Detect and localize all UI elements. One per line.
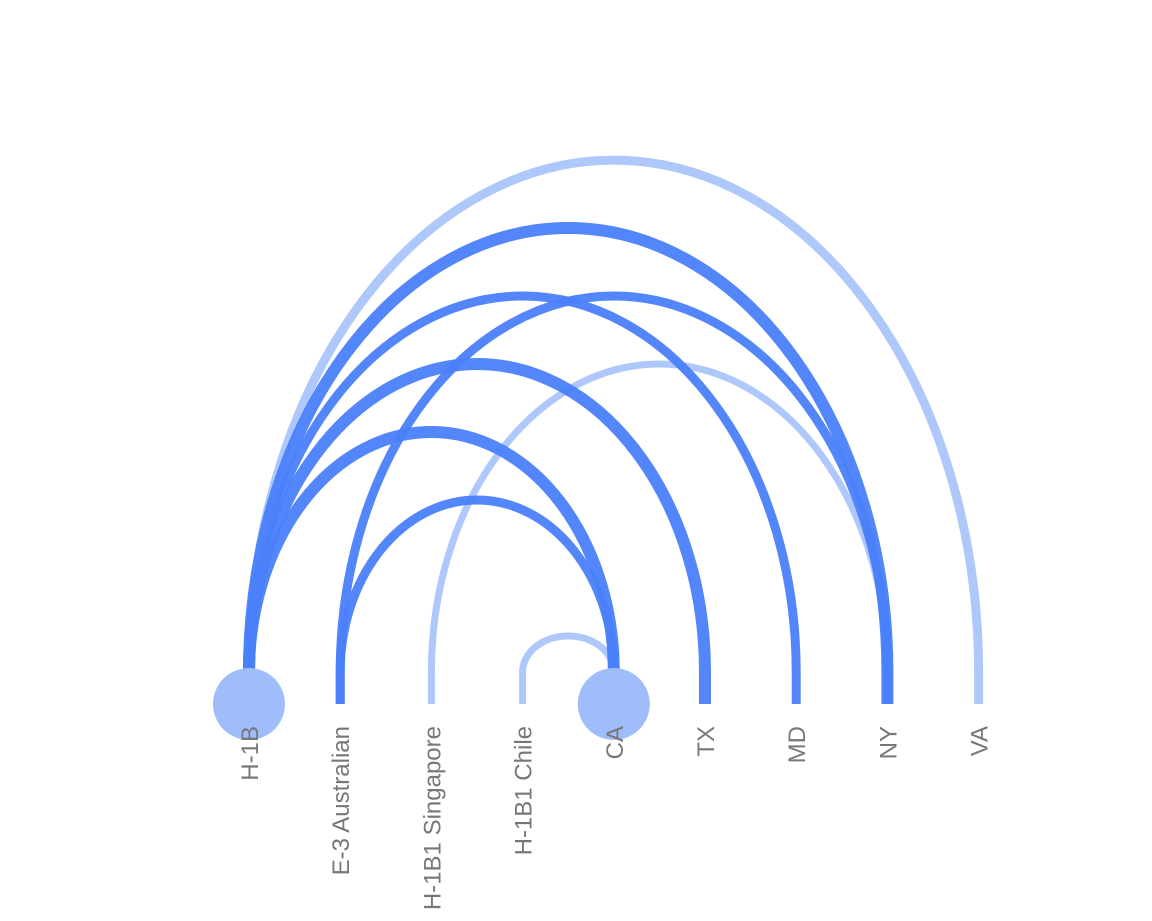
arc-h1b-va (244, 155, 984, 704)
node-ca[interactable] (577, 668, 650, 740)
arc-h1b-tx (243, 358, 711, 704)
nodes (213, 668, 650, 740)
node-label-h1b1c: H-1B1 Chile (511, 726, 538, 855)
node-labels: H-1B E-3 Australian H-1B1 Singapore H-1B1 C… (237, 726, 994, 910)
node-label-md: MD (784, 726, 811, 763)
node-label-h1b1s: H-1B1 Singapore (419, 726, 446, 910)
node-label-ny: NY (875, 726, 902, 759)
node-h1b[interactable] (213, 668, 285, 740)
arc-h1b-ny (243, 222, 894, 704)
arc-h1b1s-ny (427, 360, 891, 704)
node-label-va: VA (967, 726, 994, 756)
node-label-tx: TX (693, 726, 720, 757)
node-label-h1b: H-1B (237, 726, 264, 781)
arc-links (243, 155, 984, 704)
node-label-ca: CA (602, 726, 629, 759)
node-label-e3: E-3 Australian (328, 726, 355, 875)
